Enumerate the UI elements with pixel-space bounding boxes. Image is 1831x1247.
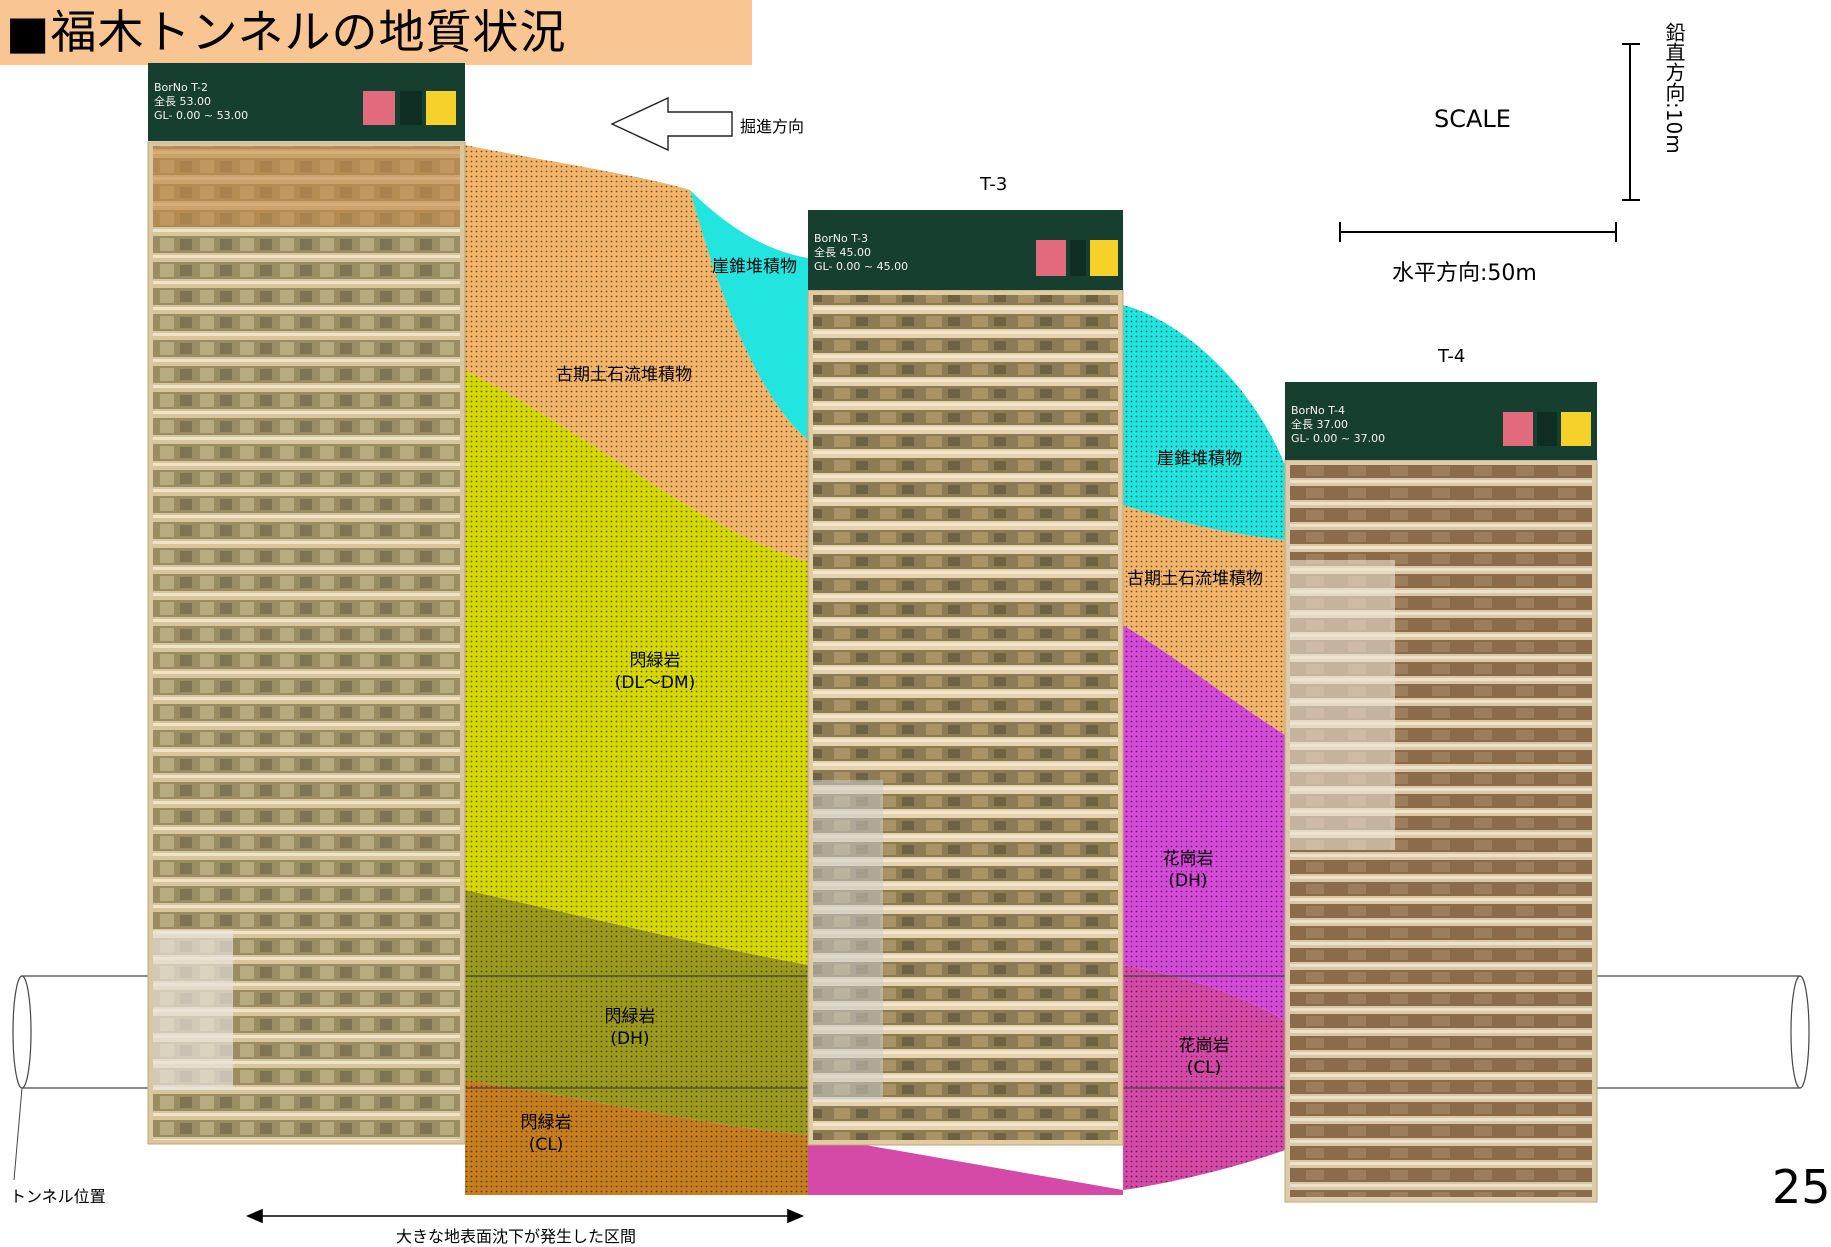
unit-granite-cl-name: 花崗岩 xyxy=(1178,1036,1230,1056)
t2-gl-range: 0.00 ~ 53.00 xyxy=(175,109,249,122)
scale-vertical-label: 鉛直方向:10m xyxy=(1662,22,1686,154)
unit-diorite-dldm: 閃緑岩 (DL～DM) xyxy=(590,650,720,694)
unit-talus-1: 崖錐堆積物 xyxy=(712,257,797,277)
tunnel-label: トンネル位置 xyxy=(10,1187,106,1206)
t3-depth: 45.00 xyxy=(839,246,872,259)
t3-bor-no: T-3 xyxy=(851,232,868,245)
unit-old-debris-2: 古期土石流堆積物 xyxy=(1127,569,1263,589)
scale-title: SCALE xyxy=(1434,105,1511,133)
t2-depth: 53.00 xyxy=(179,95,212,108)
unit-granite-dh: 花崗岩 (DH) xyxy=(1150,848,1226,892)
title-banner: ■福木トンネルの地質状況 xyxy=(0,0,752,65)
page-number: 25 xyxy=(1772,1160,1831,1214)
core-box-t4 xyxy=(1284,459,1598,1203)
unit-diorite-cl-name: 閃緑岩 xyxy=(520,1113,572,1133)
t4-depth: 37.00 xyxy=(1316,418,1349,431)
core-box-t3 xyxy=(807,289,1124,1146)
unit-old-debris-1: 古期土石流堆積物 xyxy=(556,365,692,385)
scale-horizontal-label: 水平方向:50m xyxy=(1392,261,1537,286)
scale-bars xyxy=(1339,43,1640,242)
unit-diorite-cl-class: (CL) xyxy=(528,1135,564,1155)
unit-diorite-dldm-class: (DL～DM) xyxy=(614,673,696,693)
unit-diorite-dldm-name: 閃緑岩 xyxy=(629,651,681,671)
unit-diorite-cl: 閃緑岩 (CL) xyxy=(506,1112,586,1156)
direction-arrow xyxy=(610,96,733,152)
page-title: ■福木トンネルの地質状況 xyxy=(6,5,567,59)
unit-granite-dh-name: 花崗岩 xyxy=(1162,849,1214,869)
core-box-t2 xyxy=(147,141,466,1145)
t3-label: T-3 xyxy=(980,174,1008,195)
borehole-board-t2: BorNo T-2 全長 53.00 GL- 0.00 ~ 53.00 xyxy=(148,63,465,141)
unit-granite-cl: 花崗岩 (CL) xyxy=(1166,1035,1242,1079)
left-section xyxy=(465,145,808,1195)
unit-diorite-dh: 閃緑岩 (DH) xyxy=(590,1006,670,1050)
unit-talus-2: 崖錐堆積物 xyxy=(1157,449,1242,469)
unit-granite-dh-class: (DH) xyxy=(1168,871,1208,891)
subsidence-label: 大きな地表面沈下が発生した区間 xyxy=(396,1227,637,1246)
t2-bor-no: T-2 xyxy=(191,81,208,94)
borehole-board-t4: BorNo T-4 全長 37.00 GL- 0.00 ~ 37.00 xyxy=(1285,382,1597,460)
direction-label: 掘進方向 xyxy=(740,117,805,136)
t3-gl-range: 0.00 ~ 45.00 xyxy=(835,260,909,273)
borehole-board-t3: BorNo T-3 全長 45.00 GL- 0.00 ~ 45.00 xyxy=(808,210,1123,290)
t4-label: T-4 xyxy=(1438,346,1466,367)
t4-gl-range: 0.00 ~ 37.00 xyxy=(1312,432,1386,445)
subsidence-arrow xyxy=(245,1208,805,1224)
right-section xyxy=(808,305,1285,1195)
unit-granite-cl-class: (CL) xyxy=(1186,1058,1222,1078)
unit-diorite-dh-name: 閃緑岩 xyxy=(604,1007,656,1027)
t4-bor-no: T-4 xyxy=(1328,404,1345,417)
unit-diorite-dh-class: (DH) xyxy=(610,1029,650,1049)
